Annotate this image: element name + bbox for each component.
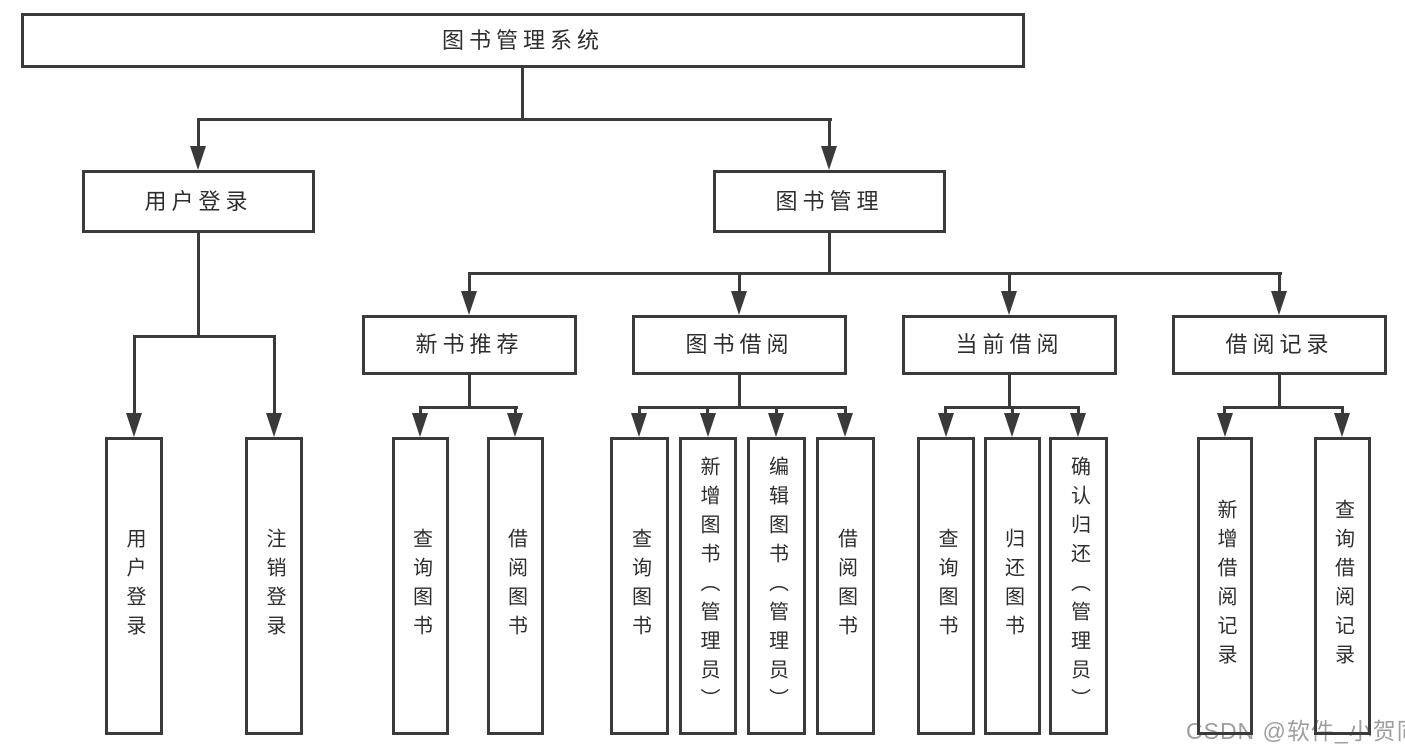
node-current-confirm-return-admin: 确认归还（管理员） bbox=[1049, 437, 1108, 735]
connector-line bbox=[1341, 406, 1344, 416]
connector-arrowhead bbox=[461, 291, 477, 315]
node-library-management-system: 图书管理系统 bbox=[21, 13, 1025, 68]
node-book-borrow: 图书借阅 bbox=[632, 315, 847, 375]
node-records-add-record: 新增借阅记录 bbox=[1197, 437, 1253, 735]
connector-arrowhead bbox=[1334, 413, 1350, 437]
node-records-query-record: 查询借阅记录 bbox=[1314, 437, 1371, 735]
node-borrow-edit-books-admin: 编辑图书（管理员） bbox=[747, 437, 806, 735]
connector-arrowhead bbox=[821, 146, 837, 170]
connector-line bbox=[706, 406, 709, 416]
connector-line bbox=[638, 406, 641, 416]
connector-arrowhead bbox=[938, 413, 954, 437]
connector-line bbox=[273, 335, 276, 417]
connector-line bbox=[197, 118, 832, 121]
node-book-management: 图书管理 bbox=[713, 170, 946, 233]
connector-line bbox=[1008, 375, 1011, 408]
connector-arrowhead bbox=[1070, 413, 1086, 437]
node-recommend-borrow-books: 借阅图书 bbox=[487, 437, 544, 735]
node-new-book-recommend: 新书推荐 bbox=[362, 315, 577, 375]
connector-line bbox=[133, 335, 136, 417]
node-current-borrow: 当前借阅 bbox=[902, 315, 1117, 375]
connector-line bbox=[1278, 272, 1281, 294]
connector-arrowhead bbox=[1004, 413, 1020, 437]
connector-line bbox=[197, 233, 200, 337]
connector-arrowhead bbox=[837, 413, 853, 437]
node-borrow-borrow-books: 借阅图书 bbox=[816, 437, 875, 735]
connector-line bbox=[775, 406, 778, 416]
connector-arrowhead bbox=[1217, 413, 1233, 437]
connector-line bbox=[1011, 406, 1014, 416]
connector-arrowhead bbox=[1271, 291, 1287, 315]
connector-line bbox=[844, 406, 847, 416]
node-borrow-add-books-admin: 新增图书（管理员） bbox=[679, 437, 737, 735]
node-recommend-query-books: 查询图书 bbox=[392, 437, 449, 735]
connector-line bbox=[469, 272, 1282, 275]
connector-line bbox=[133, 335, 276, 338]
connector-line bbox=[828, 118, 831, 150]
node-leaf-logout: 注销登录 bbox=[245, 437, 303, 735]
connector-arrowhead bbox=[507, 413, 523, 437]
connector-line bbox=[738, 272, 741, 294]
connector-line bbox=[638, 406, 847, 409]
connector-line bbox=[468, 272, 471, 294]
connector-line bbox=[1224, 406, 1344, 409]
connector-line bbox=[944, 406, 947, 416]
connector-arrowhead bbox=[126, 413, 142, 437]
connector-arrowhead bbox=[731, 291, 747, 315]
connector-line bbox=[197, 118, 200, 150]
connector-line bbox=[1077, 406, 1080, 416]
node-borrow-records: 借阅记录 bbox=[1172, 315, 1387, 375]
connector-arrowhead bbox=[266, 413, 282, 437]
connector-line bbox=[1008, 272, 1011, 294]
connector-arrowhead bbox=[190, 146, 206, 170]
connector-arrowhead bbox=[412, 413, 428, 437]
connector-line bbox=[1223, 406, 1226, 416]
node-leaf-user-login: 用户登录 bbox=[105, 437, 163, 735]
watermark: CSDN @软件_小贺同学 bbox=[1186, 718, 1405, 744]
connector-line bbox=[828, 233, 831, 274]
node-current-query-books: 查询图书 bbox=[917, 437, 975, 735]
connector-line bbox=[419, 406, 518, 409]
connector-line bbox=[468, 375, 471, 408]
connector-arrowhead bbox=[1001, 291, 1017, 315]
connector-line bbox=[419, 406, 422, 416]
node-user-login: 用户登录 bbox=[82, 170, 315, 233]
connector-line bbox=[738, 375, 741, 408]
node-current-return-books: 归还图书 bbox=[984, 437, 1041, 735]
connector-arrowhead bbox=[700, 413, 716, 437]
node-borrow-query-books: 查询图书 bbox=[610, 437, 669, 735]
connector-line bbox=[1278, 375, 1281, 408]
connector-arrowhead bbox=[631, 413, 647, 437]
connector-line bbox=[514, 406, 517, 416]
connector-arrowhead bbox=[768, 413, 784, 437]
connector-line bbox=[521, 67, 524, 120]
